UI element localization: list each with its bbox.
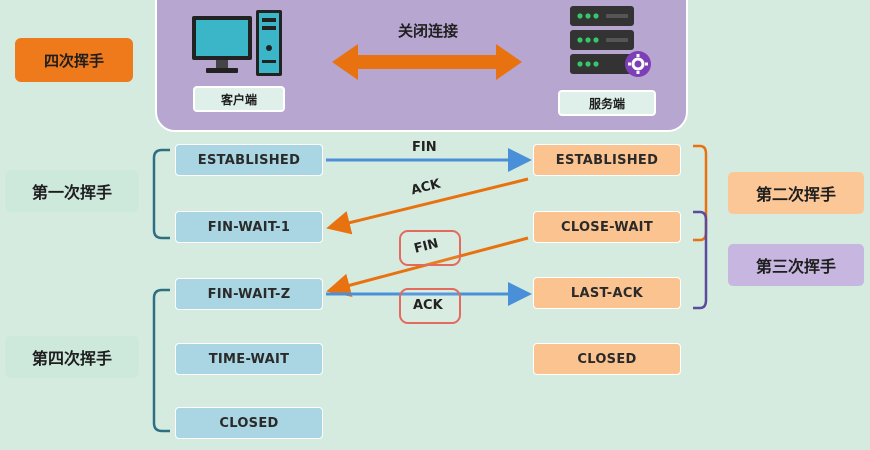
ack2-label: ACK xyxy=(413,298,443,313)
server-label: 服务端 xyxy=(558,90,656,116)
client-state-established: ESTABLISHED xyxy=(175,144,323,176)
page-title: 四次挥手 xyxy=(15,38,133,82)
client-state-closed: CLOSED xyxy=(175,407,323,439)
server-state-close-wait: CLOSE-WAIT xyxy=(533,211,681,243)
step-second-label: 第二次挥手 xyxy=(728,172,864,214)
close-connection-title: 关闭连接 xyxy=(397,22,458,40)
ack1-arrow xyxy=(326,177,529,235)
client-state-fin-wait-1: FIN-WAIT-1 xyxy=(175,211,323,243)
server-state-closed: CLOSED xyxy=(533,343,681,375)
double-arrow-icon xyxy=(332,44,522,80)
fin1-label: FIN xyxy=(412,140,437,155)
ack-highlight-box xyxy=(399,288,461,324)
client-state-time-wait: TIME-WAIT xyxy=(175,343,323,375)
client-label: 客户端 xyxy=(193,86,285,112)
server-state-last-ack: LAST-ACK xyxy=(533,277,681,309)
fin-highlight-box xyxy=(399,230,461,266)
step-first-label: 第一次挥手 xyxy=(5,170,139,212)
step-third-label: 第三次挥手 xyxy=(728,244,864,286)
server-state-established: ESTABLISHED xyxy=(533,144,681,176)
server-icon xyxy=(570,6,651,77)
client-state-fin-wait-2: FIN-WAIT-Z xyxy=(175,278,323,310)
step-fourth-label: 第四次挥手 xyxy=(5,336,139,378)
computer-icon xyxy=(192,10,282,76)
